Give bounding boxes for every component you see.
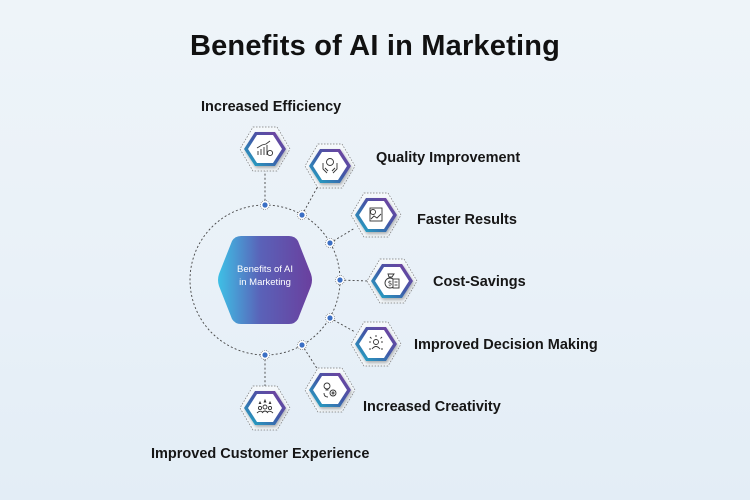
- report-chart-icon: [369, 207, 383, 222]
- label-quality-improvement: Quality Improvement: [376, 150, 521, 166]
- benefit-hex-6: [304, 367, 356, 413]
- center-label-line-2: in Marketing: [239, 277, 291, 288]
- svg-text:$: $: [388, 280, 392, 288]
- label-cost-savings: Cost-Savings: [433, 274, 526, 290]
- benefit-hex-5: [350, 321, 402, 367]
- benefit-hex-3: [350, 192, 402, 238]
- center-hexagon: [218, 236, 312, 324]
- label-increased-creativity: Increased Creativity: [363, 399, 501, 415]
- benefit-hex-2: [304, 143, 356, 189]
- center-label: Benefits of AI in Marketing: [217, 263, 313, 289]
- label-increased-efficiency: Increased Efficiency: [201, 99, 342, 115]
- label-improved-decision-making: Improved Decision Making: [414, 337, 598, 353]
- label-faster-results: Faster Results: [417, 212, 517, 228]
- page-title: Benefits of AI in Marketing: [189, 30, 561, 62]
- benefit-hex-7: [239, 385, 291, 431]
- label-improved-customer-experience: Improved Customer Experience: [151, 446, 370, 462]
- growth-chart-gear-icon: [256, 140, 274, 157]
- center-label-line-1: Benefits of AI: [237, 264, 293, 275]
- orbit-dots: [260, 200, 345, 360]
- customer-group-stars-icon: [256, 398, 274, 414]
- person-ideas-icon: [369, 335, 383, 350]
- benefit-hex-4: $: [366, 258, 418, 304]
- money-bag-calculator-icon: [384, 273, 400, 289]
- benefit-hex-1: [239, 126, 291, 172]
- lightbulb-gears-icon: [323, 382, 337, 398]
- hands-quality-badge-icon: [322, 158, 338, 174]
